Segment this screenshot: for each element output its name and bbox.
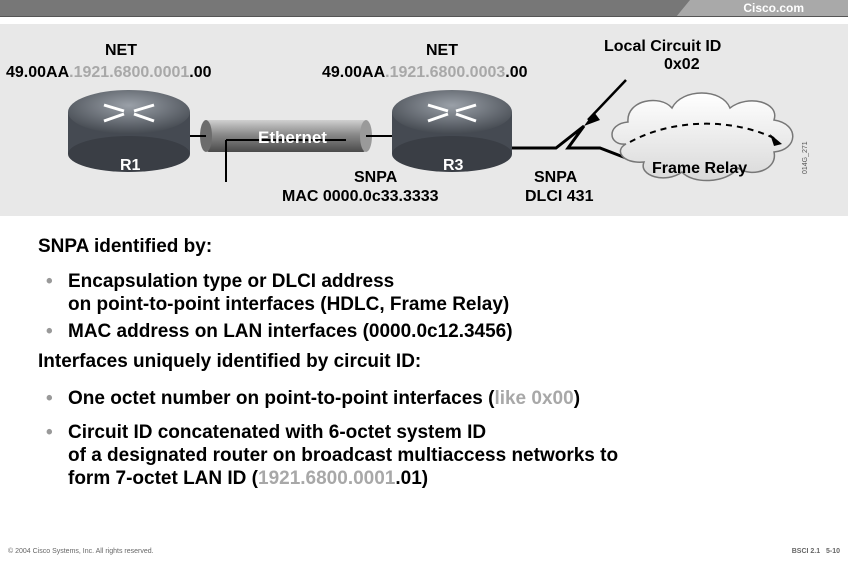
bullet-octet: • One octet number on point-to-point inte… — [46, 387, 580, 410]
router-r3-label: R3 — [443, 157, 464, 174]
snpa-mac-value: MAC 0000.0c33.3333 — [282, 188, 439, 205]
bullet-octet-text-a: One octet number on point-to-point inter… — [68, 388, 495, 409]
footer-course-code: BSCI 2.1 — [791, 548, 821, 555]
circuit-arrow — [584, 79, 627, 126]
heading-snpa: SNPA identified by: — [38, 236, 213, 257]
bullet-concat: • Circuit ID concatenated with 6-octet sy… — [46, 421, 618, 490]
diagram-graphics — [68, 79, 794, 182]
router-r1-label: R1 — [120, 157, 141, 174]
local-circuit-title: Local Circuit ID — [604, 38, 722, 55]
bullet-dot-icon: • — [46, 321, 53, 342]
ethernet-segment — [188, 120, 392, 182]
bullet-encapsulation-line1: Encapsulation type or DLCI address — [68, 271, 395, 292]
bullet-concat-line3-d: ) — [421, 468, 429, 489]
frame-relay-cloud — [611, 92, 794, 182]
bullet-dot-icon: • — [46, 422, 53, 443]
figure-code: 014G_271 — [802, 141, 809, 174]
net-left-title: NET — [105, 42, 137, 59]
footer-page-number: 5-10 — [825, 548, 840, 555]
bullet-encapsulation: • Encapsulation type or DLCI address on p… — [46, 270, 509, 316]
serial-link — [512, 124, 627, 160]
heading-circuit-id: Interfaces uniquely identified by circui… — [38, 351, 422, 372]
ethernet-label: Ethernet — [258, 128, 327, 147]
bullet-octet-text-c: ) — [573, 388, 581, 409]
snpa-dlci-value: DLCI 431 — [525, 188, 594, 205]
net-right-title: NET — [426, 42, 458, 59]
bullet-dot-icon: • — [46, 271, 53, 292]
bullet-dot-icon: • — [46, 388, 53, 409]
bullet-concat-line1: Circuit ID concatenated with 6-octet sys… — [68, 422, 487, 443]
router-r1 — [68, 90, 190, 172]
brand-label: Cisco.com — [743, 1, 804, 15]
net-left-selector: .00 — [189, 64, 212, 81]
net-right-selector: .00 — [505, 64, 528, 81]
net-right-system-id: .1921.6800.0003 — [385, 64, 506, 81]
header-bar: Cisco.com — [0, 0, 848, 17]
bullet-concat-line3: form 7-octet LAN ID (1921.6800.0001.01) — [46, 467, 618, 490]
net-left-system-id: .1921.6800.0001 — [69, 64, 190, 81]
bullet-concat-line2: of a designated router on broadcast mult… — [68, 445, 619, 466]
bullet-encapsulation-line2: on point-to-point interfaces (HDLC, Fram… — [68, 294, 510, 315]
bullet-mac-text: MAC address on LAN interfaces (0000.0c12… — [68, 321, 513, 342]
router-r3 — [392, 90, 512, 172]
local-circuit-value: 0x02 — [664, 56, 700, 73]
snpa-mac-title: SNPA — [354, 169, 398, 186]
bullet-mac: • MAC address on LAN interfaces (0000.0c1… — [46, 320, 513, 343]
frame-relay-label: Frame Relay — [652, 160, 748, 177]
footer-course: BSCI 2.1 5-10 — [792, 548, 840, 555]
bullet-concat-system-id: 1921.6800.0001 — [258, 468, 396, 489]
bullet-concat-circuit: .01 — [395, 468, 422, 489]
snpa-dlci-title: SNPA — [534, 169, 578, 186]
footer-copyright: © 2004 Cisco Systems, Inc. All rights re… — [8, 548, 154, 555]
net-left-address: 49.00AA.1921.6800.0001.00 — [6, 64, 212, 82]
network-diagram: NET 49.00AA.1921.6800.0001.00 NET 49.00A… — [0, 24, 848, 216]
net-right-area: 49.00AA — [322, 64, 386, 81]
bullet-concat-line3-a: form 7-octet LAN ID ( — [68, 468, 258, 489]
net-right-address: 49.00AA.1921.6800.0003.00 — [322, 64, 528, 82]
net-left-area: 49.00AA — [6, 64, 70, 81]
header-bar-graphic — [0, 0, 848, 17]
bullet-octet-example: like 0x00 — [494, 388, 574, 409]
